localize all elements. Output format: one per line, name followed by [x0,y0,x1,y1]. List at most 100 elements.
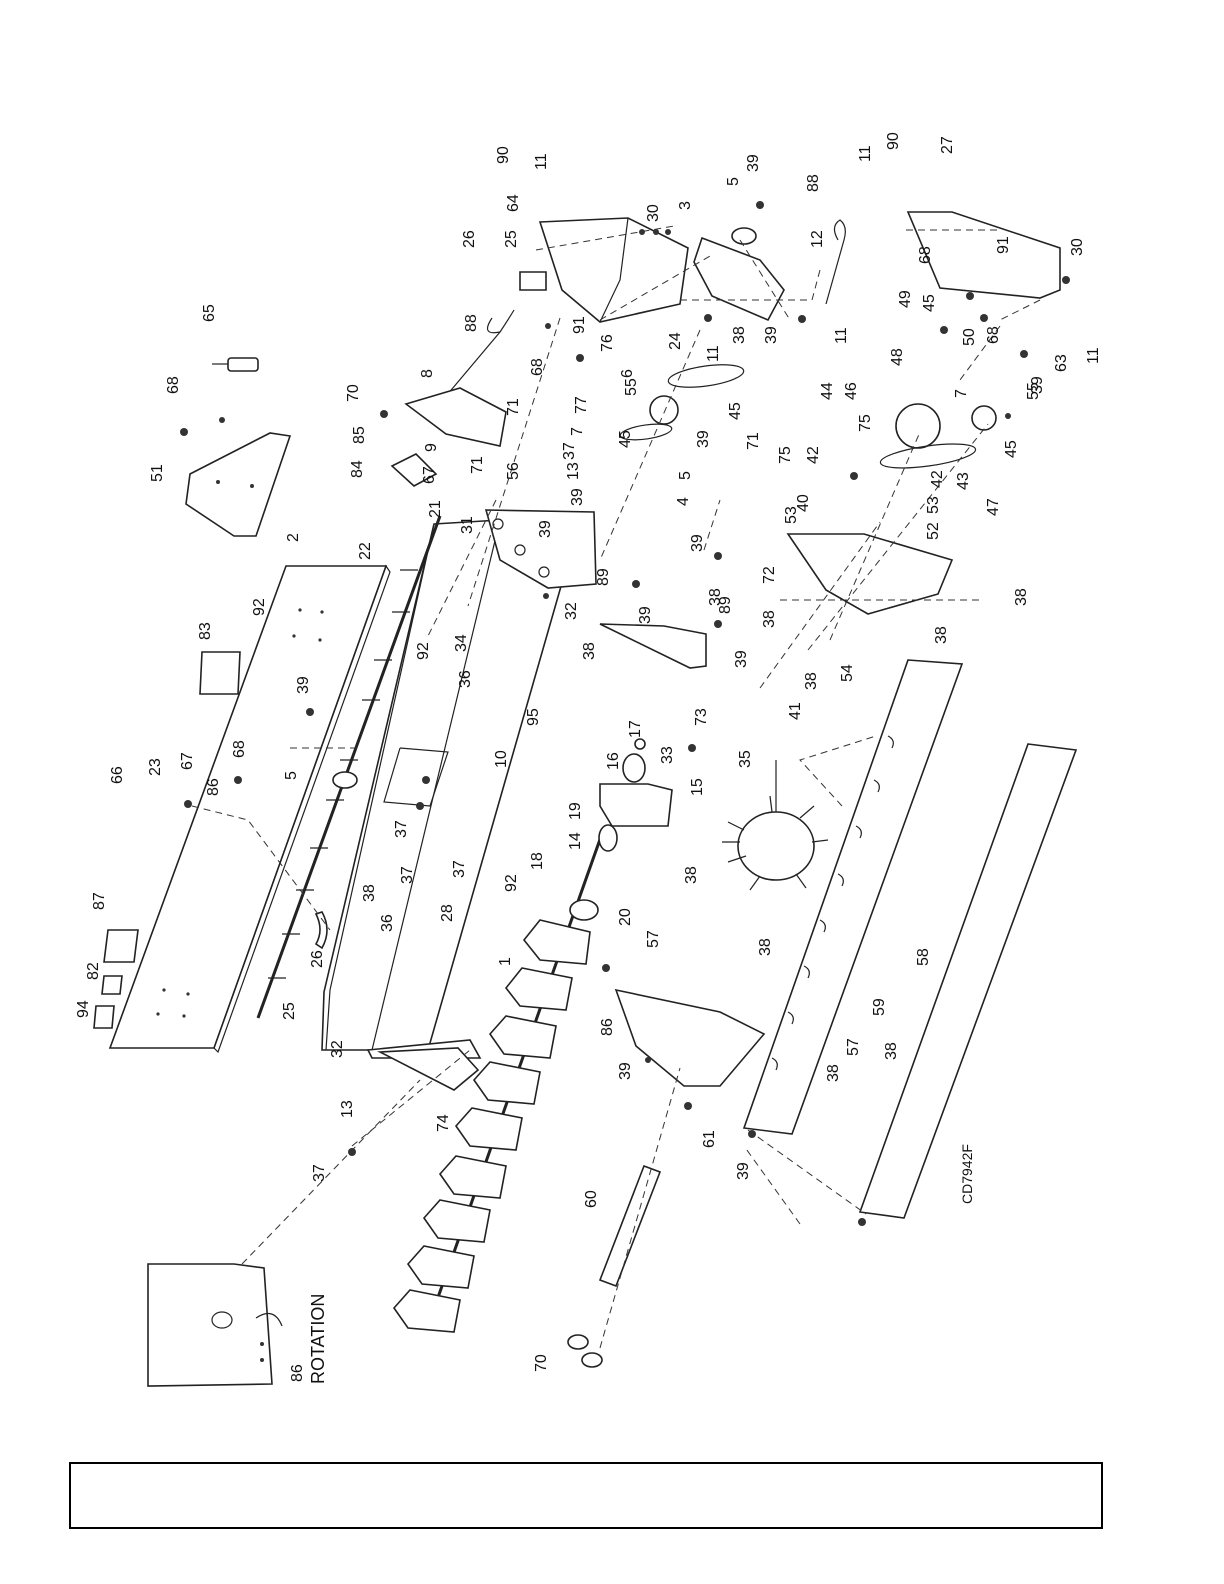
spinner-disc [722,760,829,891]
callout: 37 [311,1164,328,1182]
assembly-lines [191,225,1041,1349]
callout: 68 [231,740,248,758]
callout: 57 [645,930,662,948]
handle [314,911,328,950]
callout: 39 [735,1162,752,1180]
hardware-marks [180,201,1070,1226]
callout: 13 [565,462,582,480]
callout: 52 [925,522,942,540]
callout: 38 [803,672,820,690]
side-bracket [614,988,766,1087]
callout: 39 [637,606,654,624]
lever-plate [404,387,507,447]
callout: 13 [339,1100,356,1118]
callout: 26 [309,950,326,968]
callout: 90 [885,132,902,150]
callout: 90 [495,146,512,164]
bracket-73 [599,623,707,669]
callout: 7 [953,389,970,398]
callout: 25 [503,230,520,248]
callout: 4 [675,497,692,506]
callout: 53 [925,496,942,514]
callout: 68 [165,376,182,394]
callout: 28 [439,904,456,922]
callout: 92 [251,598,268,616]
callout: 88 [463,314,480,332]
callout: 73 [693,708,710,726]
callout: 39 [617,1062,634,1080]
callout: 20 [617,908,634,926]
callout: 39 [733,650,750,668]
callout: 38 [1013,588,1030,606]
callout: 18 [529,852,546,870]
callout: 68 [529,358,546,376]
callout: 31 [459,516,476,534]
callout: 36 [379,914,396,932]
callout: 57 [845,1038,862,1056]
callout: 24 [667,332,684,350]
sprocket-46 [895,403,941,449]
callout: 47 [985,498,1002,516]
callout: 36 [457,670,474,688]
callout: 37 [393,820,410,838]
callout: 53 [783,506,800,524]
callout-labels: 1 2 3 4 5 5 5 6 7 7 8 9 10 11 11 11 11 1… [75,132,1102,1384]
callout: 38 [883,1042,900,1060]
callout: 15 [689,778,706,796]
callout: 67 [179,752,196,770]
callout: 32 [563,602,580,620]
decal-87 [103,929,139,963]
callout: 94 [75,1000,92,1018]
callout: 75 [777,446,794,464]
mount-frame [786,533,954,615]
callout: 23 [147,758,164,776]
callout: 50 [961,328,978,346]
callout: 43 [955,472,972,490]
callout: 1 [497,957,514,966]
callout: 70 [533,1354,550,1372]
callout: 38 [683,866,700,884]
callout: 38 [757,938,774,956]
callout: 11 [705,345,722,362]
upper-bracket [693,236,785,322]
callout: 44 [819,382,836,400]
decal-82 [101,975,123,995]
callout: 95 [525,708,542,726]
callout: 17 [627,720,644,738]
rotation-label: ROTATION [308,1294,328,1384]
callout: 34 [453,634,470,652]
callout: 54 [839,664,856,682]
callout: 68 [985,326,1002,344]
callout: 22 [357,542,374,560]
agitator-shaft [256,515,442,1019]
bearing-housing [599,783,673,827]
callout: 56 [505,462,522,480]
callout: 38 [361,884,378,902]
callout: 49 [897,290,914,308]
callout: 11 [533,153,550,170]
callout: 39 [763,326,780,344]
callout: 71 [505,398,522,416]
callout: 33 [659,746,676,764]
callout: 38 [933,626,950,644]
callout: 5 [725,177,742,186]
right-cover [906,211,1061,299]
cable-88-right [825,219,846,305]
bracket-84 [390,453,438,487]
callout: 66 [109,766,126,784]
callout: 19 [567,802,584,820]
lower-rail [858,743,1078,1219]
callout: 5 [283,771,300,780]
callout: 39 [689,534,706,552]
rotation-plate [147,1263,283,1387]
callout: 84 [349,460,366,478]
callout: 51 [149,464,166,482]
callout: 39 [537,520,554,538]
callout: 55 [623,378,640,396]
callout: 55 [1025,382,1042,400]
callout: 58 [915,948,932,966]
callout: 64 [505,194,522,212]
sprocket-6 [649,395,679,425]
callout: 45 [727,402,744,420]
